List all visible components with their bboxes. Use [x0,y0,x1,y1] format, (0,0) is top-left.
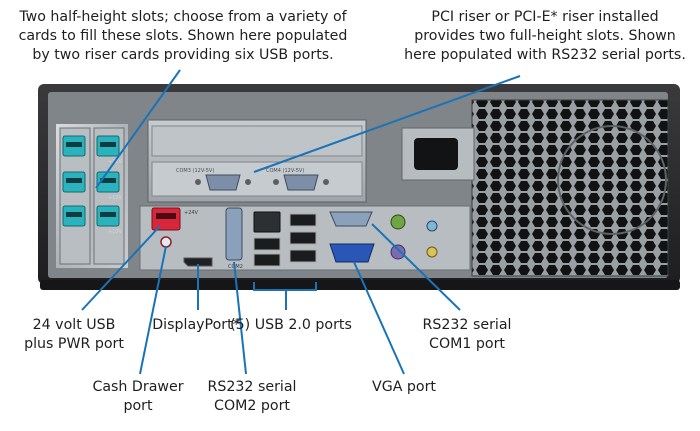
callout-cash-drawer: Cash Drawer port [82,378,194,416]
callout-line: 24 volt USB [32,317,116,333]
com3-label: COM3 (12V-5V) [176,168,214,174]
callout-vga: VGA port [356,378,452,397]
callout-usb-pwr: 24 volt USB plus PWR port [18,316,130,354]
callout-line: Cash Drawer [92,379,184,395]
leader-cash-drawer [139,245,167,375]
callout-line: plus PWR port [24,336,124,352]
leader-vga [353,261,405,375]
usb-12v-label: +12V [108,229,123,235]
callout-line: COM1 port [429,336,505,352]
leader-usb-pwr [81,225,161,311]
callout-line: Two half-height slots; choose from a var… [19,9,347,25]
usb-12v-label: +12V [108,195,123,201]
leader-com1 [371,223,461,311]
callout-line: by two riser cards providing six USB por… [32,47,334,63]
vga-connector [329,243,375,263]
displayport-connector [183,257,213,267]
callout-line: VGA port [372,379,436,395]
callout-line: COM2 port [214,398,290,414]
callout-line: here populated with RS232 serial ports. [404,47,686,63]
callout-line: DisplayPort* [152,317,240,333]
full-height-slot-area: COM3 (12V-5V) COM4 (12V-5V) [147,119,367,203]
callout-displayport: DisplayPort* [140,316,252,335]
leader-full-height [253,75,521,173]
leader-half-height [95,69,181,189]
callout-line: cards to fill these slots. Shown here po… [18,28,348,44]
callout-full-height-slots: PCI riser or PCI-E* riser installed prov… [400,8,690,65]
callout-line: RS232 serial [422,317,512,333]
usb-24v-label: +24V [184,210,199,216]
cash-drawer-port [160,236,172,248]
leader-com2 [233,261,247,375]
callout-line: provides two full-height slots. Shown [414,28,676,44]
com4-connector [283,174,319,191]
callout-usb20: (5) USB 2.0 ports [226,316,356,335]
callout-line: (5) USB 2.0 ports [230,317,352,333]
callout-half-height-slots: Two half-height slots; choose from a var… [18,8,348,65]
callout-com1: RS232 serial COM1 port [412,316,522,354]
ps2-audio-ports [390,214,438,260]
callout-line: port [123,398,153,414]
usb-ethernet-stack [253,211,317,267]
com4-label: COM4 (12V-5V) [266,168,304,174]
com3-connector [205,174,241,191]
usb-24v-pwr-port: +24V [151,207,199,231]
leader-lines [81,69,521,375]
callout-line: RS232 serial [207,379,297,395]
callout-line: PCI riser or PCI-E* riser installed [431,9,659,25]
callout-com2: RS232 serial COM2 port [196,378,308,416]
power-supply [401,99,669,277]
com1-connector [329,211,373,227]
